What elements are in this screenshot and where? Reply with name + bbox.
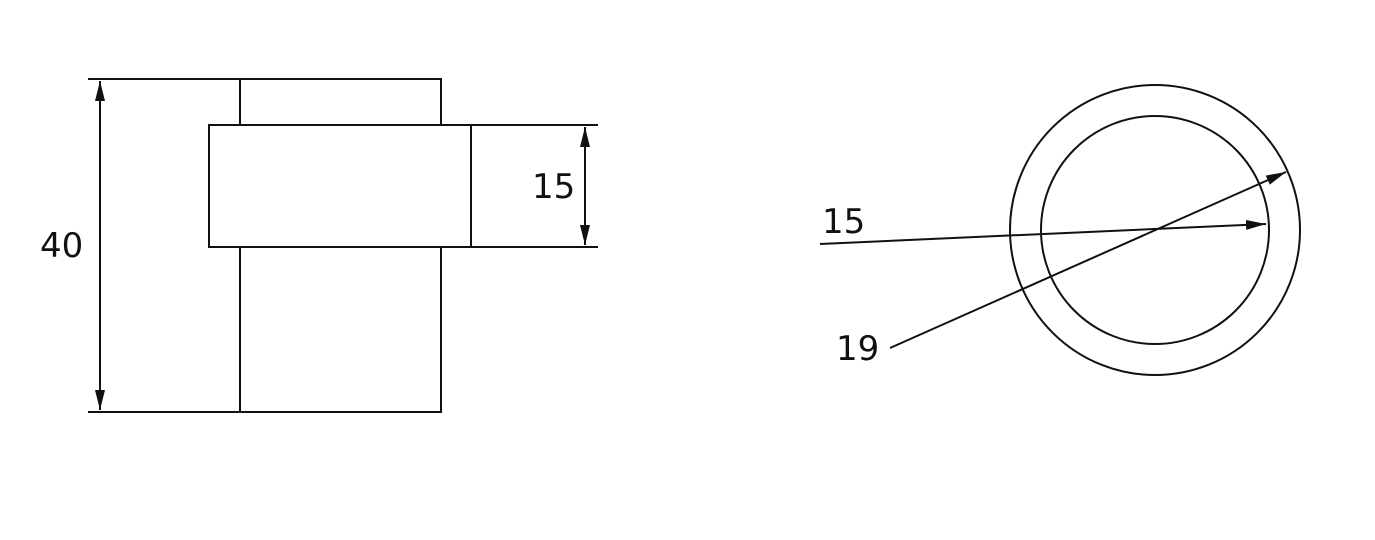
cylinder-top-body: [239, 78, 442, 126]
outer-circle: [1009, 84, 1301, 376]
inner-circle: [1040, 115, 1270, 345]
front-view: 40 15: [40, 78, 598, 413]
inner-diameter-label: 15: [822, 202, 865, 242]
band-dimension-label: 15: [532, 167, 575, 207]
outer-diameter-leader: [889, 171, 1287, 349]
inner-diameter-leader: [819, 219, 1267, 245]
band-ring: [208, 124, 472, 248]
height-dimension-label: 40: [40, 226, 83, 266]
end-view: 15 19: [819, 84, 1301, 376]
cylinder-bottom-body: [239, 246, 442, 413]
outer-diameter-label: 19: [836, 329, 879, 369]
